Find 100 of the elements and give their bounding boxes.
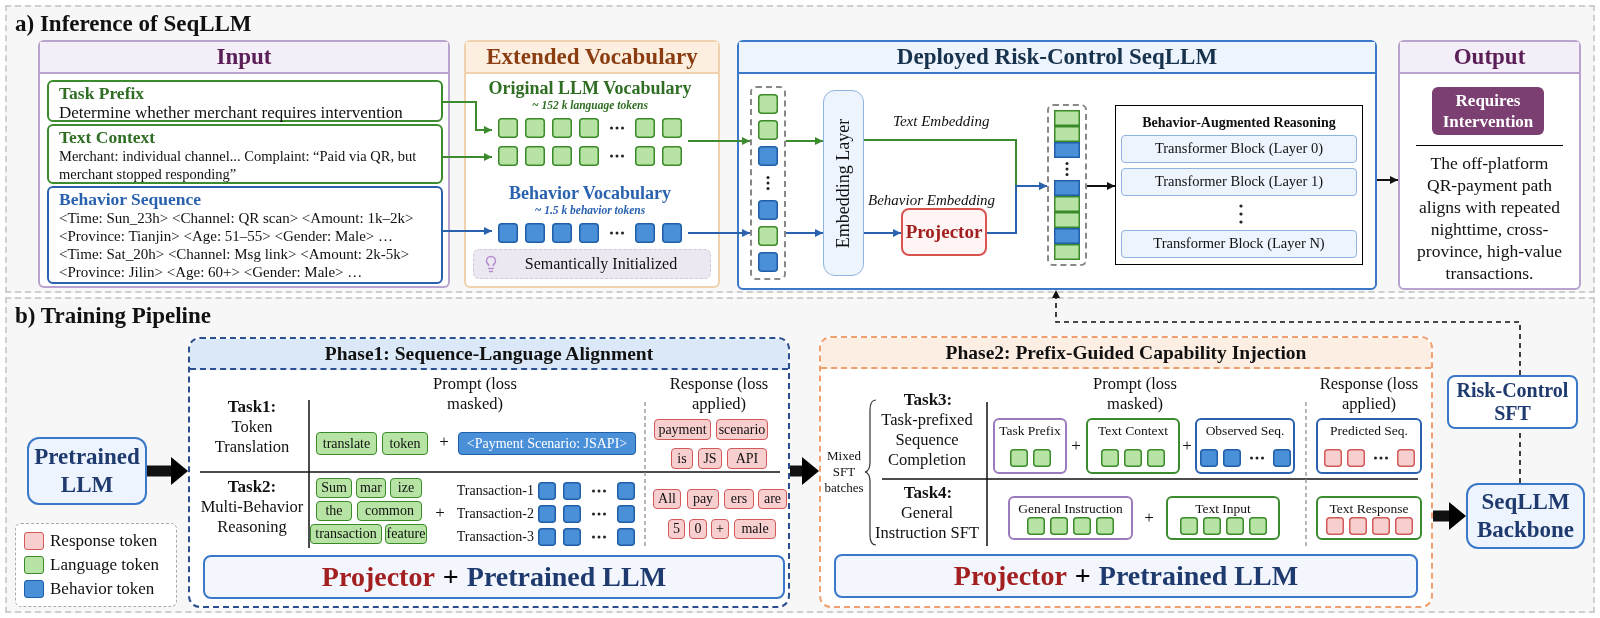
arrow (442, 101, 493, 134)
batch-note: Mixed SFT batches (823, 448, 865, 496)
task-description: Multi-Behavior Reasoning (199, 497, 305, 537)
card-title: Behavior Sequence (59, 189, 203, 209)
arrow (1052, 289, 1521, 376)
panel-header: Extended Vocabulary (466, 42, 718, 74)
token-chip: pay (687, 489, 719, 509)
prompt-part-box (1166, 496, 1280, 540)
token-chip: JS (698, 448, 722, 469)
arrow (785, 137, 824, 145)
block-arrow (1433, 502, 1466, 530)
transformer-block (1121, 230, 1357, 258)
prompt-part-box (1316, 418, 1422, 474)
token-chip: payment (654, 419, 711, 440)
section-panel (5, 297, 1595, 613)
panel-header: Input (40, 42, 448, 74)
model-label: Pretrained LLM (33, 443, 141, 499)
input-card (47, 80, 443, 122)
prompt-part-label: Task Prefix (999, 422, 1061, 439)
token-chip: male (734, 519, 776, 539)
token-chip: mar (356, 478, 386, 498)
reasoning-box (1115, 105, 1363, 265)
panel (464, 40, 720, 288)
prompt-part-box (1008, 496, 1133, 540)
prompt-part-box (1086, 418, 1180, 474)
projector-box (901, 208, 987, 256)
note-box (473, 249, 711, 279)
token-chip: scenario (716, 419, 768, 440)
token-chip: feature (385, 524, 427, 544)
model-bar-text: Projector (953, 559, 1067, 593)
section-title: a) Inference of SeqLLM (15, 10, 252, 38)
panel (38, 40, 450, 288)
model-bar-text: + (1074, 559, 1091, 593)
token-chip: the (316, 501, 352, 521)
panel (1398, 40, 1581, 290)
token-chip: token (382, 432, 428, 455)
token-chip: is (671, 448, 693, 469)
prompt-part-label: Text Context (1098, 422, 1168, 439)
arrow (442, 227, 493, 235)
prompt-part-label: Text Response (1329, 500, 1409, 517)
output-text: The off-platform QR-payment path aligns with repeated nighttime, cross-province, high-value transactions. (1416, 152, 1563, 284)
card-title: Task Prefix (59, 83, 146, 103)
token-column (750, 86, 786, 280)
layer-label: Embedding Layer (832, 118, 854, 248)
block-label: Transformer Block (Layer 1) (1154, 172, 1324, 192)
model-bar-text: + (442, 560, 459, 594)
prompt-part-label: General Instruction (1018, 500, 1123, 517)
section-title: b) Training Pipeline (15, 302, 211, 330)
training-step-box (1447, 375, 1578, 429)
card-text: Merchant: individual channel... Complaint: “Paid via QR, but merchant stopped responding” (59, 147, 418, 183)
arrow (1376, 176, 1399, 184)
token-chip: ers (724, 489, 754, 509)
block-label: Transformer Block (Layer 0) (1154, 139, 1324, 159)
model-bar-text: Pretrained LLM (466, 560, 667, 594)
block-label: Transformer Block (Layer N) (1153, 234, 1325, 254)
transformer-block (1121, 135, 1357, 163)
panel-header: Output (1400, 42, 1579, 74)
arrow (687, 137, 751, 145)
transaction-label: Transaction-3 (455, 528, 534, 546)
edge-label: Text Embedding (893, 112, 990, 130)
token-chip: are (758, 489, 787, 509)
arrow (687, 229, 751, 237)
plus-sign: + (1070, 436, 1082, 456)
model-label: SeqLLM Backbone (1475, 488, 1576, 544)
reasoning-title: Behavior-Augmented Reasoning (1141, 114, 1337, 132)
arrow (442, 153, 493, 161)
plus-sign: + (438, 432, 450, 452)
training-step-label: Risk-Control SFT (1455, 379, 1570, 425)
model-bar-text: Pretrained LLM (1098, 559, 1299, 593)
card-text: <Time: Sun_23h> <Channel: QR scan> <Amount: 1k–2k> <Province: Tianjin> <Age: 51–55> <Gender: Male> … (59, 209, 415, 245)
legend-label: Behavior token (50, 579, 155, 599)
panel (737, 40, 1377, 290)
vocabulary-subtitle: ~ 152 k language tokens (532, 98, 648, 112)
model-box (1466, 483, 1585, 549)
card-title: Text Context (59, 127, 157, 147)
column-header: Prompt (loss masked) (1092, 374, 1178, 414)
prompt-part-box (993, 418, 1067, 474)
prompt-part-box (1316, 496, 1422, 540)
model-bar-text: Projector (321, 560, 435, 594)
token-chip: All (653, 489, 681, 509)
block-arrow (790, 457, 819, 485)
token-chip: API (727, 448, 767, 469)
token-chip: translate (316, 432, 377, 455)
prompt-part-box (1195, 418, 1295, 474)
arrow (1086, 182, 1116, 190)
legend-label: Language token (50, 555, 160, 575)
phase-header: Phase1: Sequence-Language Alignment (190, 339, 788, 370)
prompt-part-label: Text Input (1195, 500, 1251, 517)
arrow (785, 229, 824, 237)
prompt-part-label: Predicted Seq. (1330, 422, 1408, 439)
plus-sign: + (1181, 436, 1193, 456)
model-bar (834, 554, 1418, 598)
token-chip: common (357, 501, 422, 521)
task-label: Task4: (902, 483, 954, 503)
input-card (47, 186, 443, 284)
transaction-label: Transaction-2 (455, 505, 534, 523)
vocabulary-subtitle: ~ 1.5 k behavior tokens (534, 203, 646, 217)
token-chip: <Payment Scenario: JSAPI> (458, 432, 636, 455)
model-box (27, 437, 147, 505)
panel-header: Deployed Risk-Control SeqLLM (739, 42, 1375, 74)
